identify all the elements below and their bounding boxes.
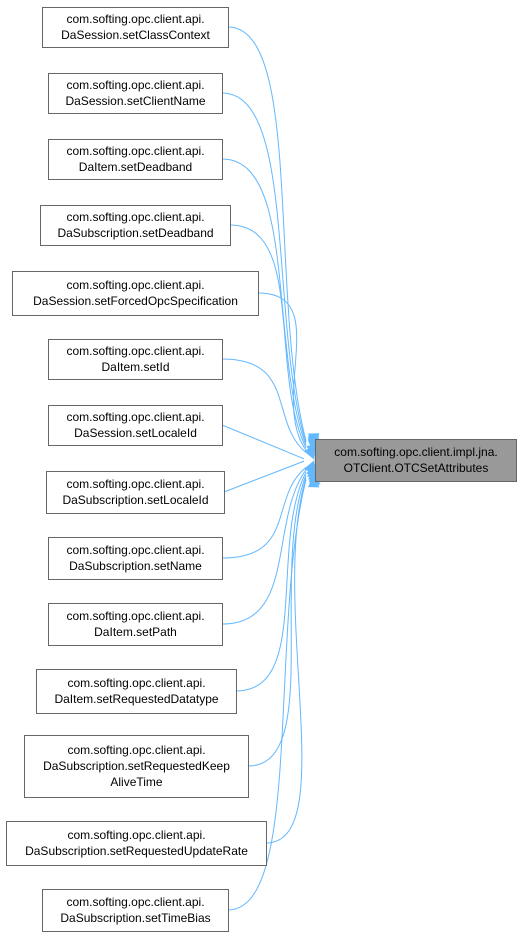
node-label-line: com.softing.opc.client.impl.jna. (334, 445, 497, 459)
caller-node-setPath[interactable]: com.softing.opc.client.api. DaItem.setPat… (48, 603, 223, 646)
node-label-line: DaItem.setId (101, 360, 169, 374)
node-label-line: DaSession.setClassContext (61, 28, 210, 42)
caller-node-dasubscription-setDeadband[interactable]: com.softing.opc.client.api. DaSubscriptio… (40, 205, 231, 246)
node-box (48, 405, 223, 446)
edge-line (247, 474, 307, 767)
node-box (6, 821, 267, 866)
node-label-line: DaSession.setLocaleId (74, 426, 197, 440)
arrowhead (303, 445, 315, 460)
caller-node-setClientName[interactable]: com.softing.opc.client.api. DaSession.set… (48, 73, 223, 114)
node-label-line: com.softing.opc.client.api. (66, 144, 204, 158)
node-label-line: com.softing.opc.client.api. (66, 543, 204, 557)
node-label-line: DaSubscription.setRequestedKeep (43, 759, 230, 773)
node-label-line: com.softing.opc.client.api. (66, 344, 204, 358)
edge-line (221, 467, 307, 559)
edge-line (257, 292, 307, 451)
call-edge-setRequestedUpdateRate (265, 472, 321, 844)
node-label-line: DaSession.setClientName (65, 94, 205, 108)
node-box (48, 537, 223, 580)
caller-node-setRequestedKeepAliveTime[interactable]: com.softing.opc.client.api. DaSubscriptio… (24, 735, 249, 798)
caller-node-setRequestedUpdateRate[interactable]: com.softing.opc.client.api. DaSubscriptio… (6, 821, 267, 866)
node-label-line: AliveTime (110, 775, 163, 789)
caller-node-setId[interactable]: com.softing.opc.client.api. DaItem.setId (48, 339, 223, 380)
call-edge-setRequestedKeepAliveTime (247, 469, 321, 767)
node-label-line: com.softing.opc.client.api. (67, 676, 205, 690)
node-label-line: com.softing.opc.client.api. (66, 278, 204, 292)
caller-node-setName[interactable]: com.softing.opc.client.api. DaSubscriptio… (48, 537, 223, 580)
caller-node-dasession-setLocaleId[interactable]: com.softing.opc.client.api. DaSession.set… (48, 405, 223, 446)
caller-node-setRequestedDatatype[interactable]: com.softing.opc.client.api. DaItem.setReq… (36, 669, 237, 714)
target-node-otcsetattributes[interactable]: com.softing.opc.client.impl.jna. OTClient… (315, 439, 517, 482)
node-label-line: com.softing.opc.client.api. (66, 78, 204, 92)
node-label-line: DaItem.setDeadband (79, 160, 192, 174)
node-label-line: com.softing.opc.client.api. (67, 828, 205, 842)
caller-node-setTimeBias[interactable]: com.softing.opc.client.api. DaSubscriptio… (42, 889, 229, 932)
caller-node-dasubscription-setLocaleId[interactable]: com.softing.opc.client.api. DaSubscriptio… (46, 471, 225, 514)
edge-line (221, 424, 305, 460)
call-nodes: com.softing.opc.client.api. DaSession.set… (6, 7, 517, 932)
node-label-line: DaSubscription.setLocaleId (62, 493, 208, 507)
node-label-line: com.softing.opc.client.api. (66, 895, 204, 909)
node-label-line: DaSubscription.setName (69, 559, 202, 573)
caller-node-setClassContext[interactable]: com.softing.opc.client.api. DaSession.set… (42, 7, 229, 48)
edge-line (221, 358, 307, 453)
node-box (46, 471, 225, 514)
node-label-line: DaSubscription.setDeadband (57, 226, 213, 240)
caller-node-setForcedOpcSpecification[interactable]: com.softing.opc.client.api. DaSession.set… (12, 271, 259, 316)
edge-line (221, 469, 307, 625)
node-box (48, 339, 223, 380)
node-label-line: OTClient.OTCSetAttributes (344, 461, 489, 475)
node-label-line: DaSession.setForcedOpcSpecification (33, 294, 238, 308)
call-edge-setRequestedDatatype (235, 466, 320, 692)
node-box (48, 139, 223, 180)
node-label-line: DaSubscription.setRequestedUpdateRate (25, 844, 248, 858)
node-box (36, 669, 237, 714)
node-label-line: com.softing.opc.client.api. (66, 609, 204, 623)
call-edge-setClassContext (227, 26, 320, 447)
node-label-line: com.softing.opc.client.api. (66, 477, 204, 491)
node-box (48, 603, 223, 646)
node-label-line: DaItem.setRequestedDatatype (54, 692, 218, 706)
node-box (40, 205, 231, 246)
call-edge-setClientName (221, 92, 320, 449)
edge-line (235, 471, 307, 692)
call-edge-dasession-setLocaleId (221, 424, 315, 460)
node-label-line: com.softing.opc.client.api. (67, 743, 205, 757)
node-box (12, 271, 259, 316)
call-edge-dasubscription-setLocaleId (223, 460, 315, 493)
caller-node-daitem-setDeadband[interactable]: com.softing.opc.client.api. DaItem.setDea… (48, 139, 223, 180)
node-label-line: com.softing.opc.client.api. (66, 210, 204, 224)
node-box (24, 735, 249, 798)
node-label-line: com.softing.opc.client.api. (66, 12, 204, 26)
edge-line (227, 479, 307, 911)
edge-line (223, 460, 305, 493)
node-label-line: DaItem.setPath (94, 625, 177, 639)
call-edge-dasubscription-setDeadband (229, 224, 320, 453)
edge-line (221, 158, 307, 446)
node-box (42, 7, 229, 48)
node-label-line: DaSubscription.setTimeBias (60, 911, 210, 925)
node-box (48, 73, 223, 114)
call-edge-setName (221, 462, 318, 559)
edge-line (229, 224, 307, 448)
node-label-line: com.softing.opc.client.api. (66, 410, 204, 424)
node-box (42, 889, 229, 932)
node-box (315, 439, 517, 482)
